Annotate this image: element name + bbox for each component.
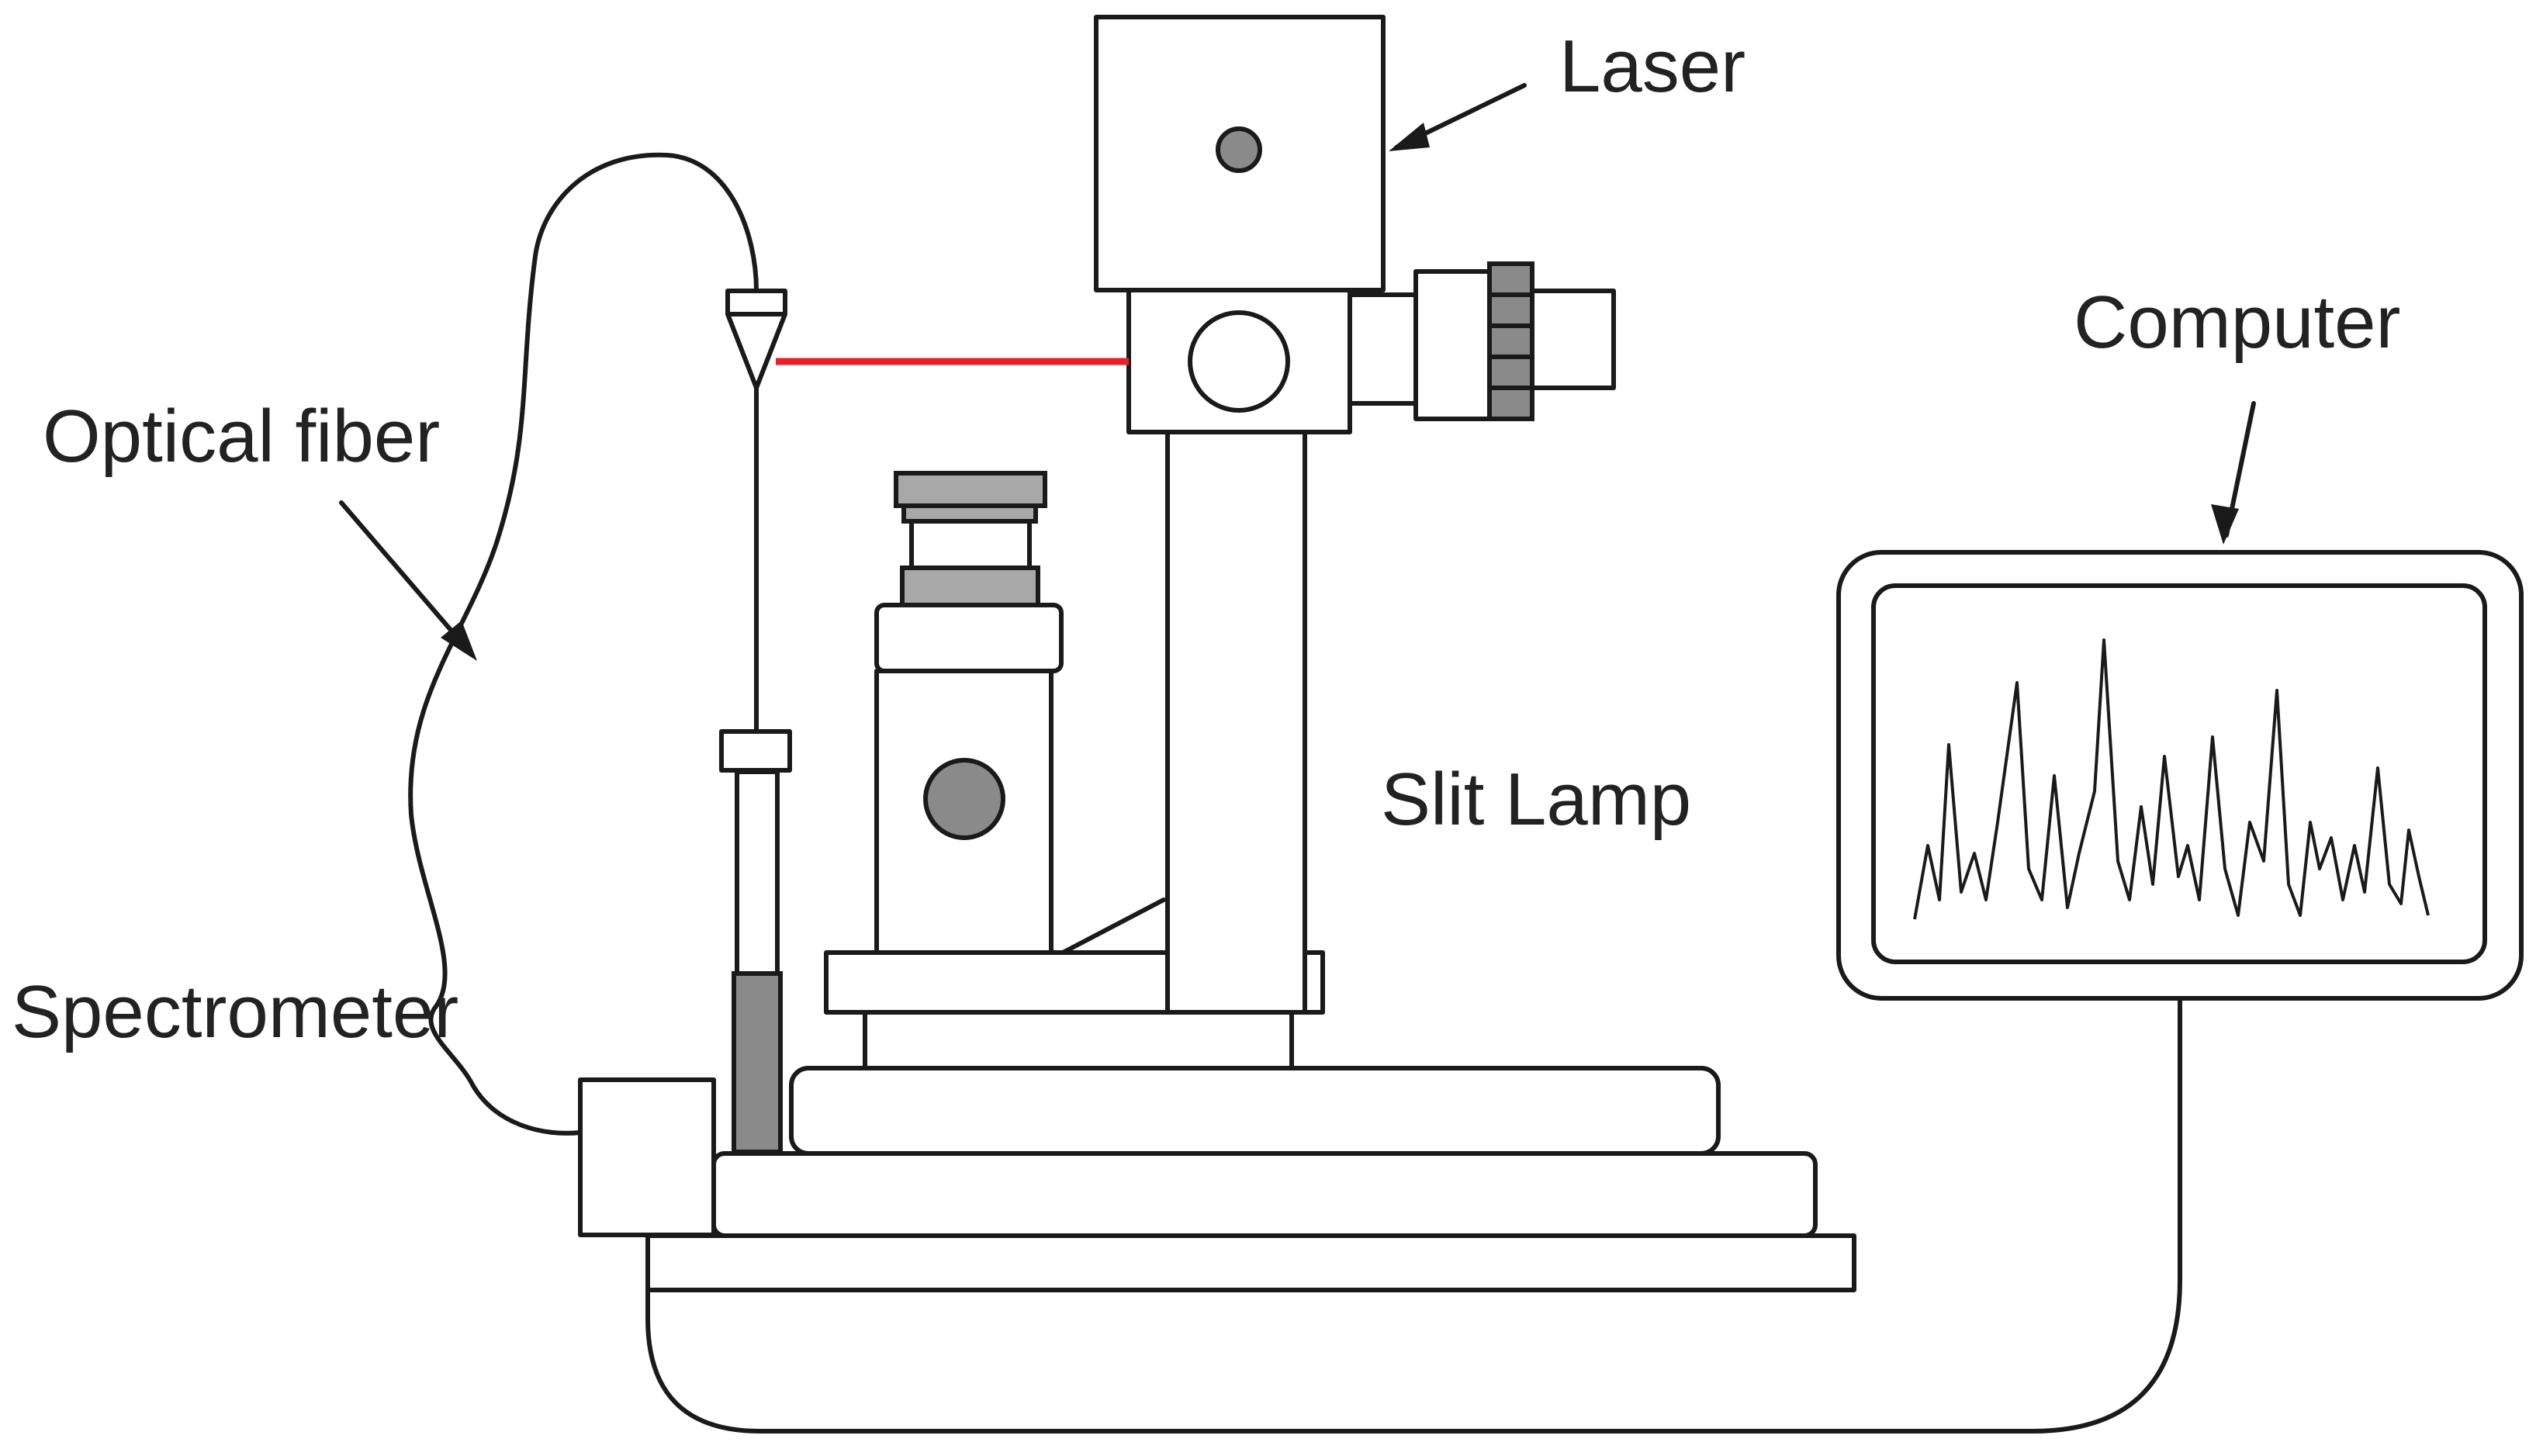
base-plate (645, 998, 2182, 1434)
spectrum-trace (1913, 638, 2430, 920)
optical-fiber-label: Optical fiber (43, 395, 440, 478)
computer-label: Computer (2074, 281, 2401, 364)
fiber-stand (719, 289, 792, 1154)
spectrometer-label: Spectrometer (12, 970, 458, 1053)
slit-lamp-icon (824, 428, 1325, 1070)
spectrometer-box (578, 1077, 716, 1237)
optical-fiber-cable (408, 152, 759, 1136)
slit-lamp-label: Slit Lamp (1381, 758, 1691, 841)
annotation-arrows (339, 83, 2256, 661)
monitor-icon (1836, 550, 2524, 1001)
laser-unit-icon (1094, 15, 1616, 434)
laser-label: Laser (1559, 25, 1746, 108)
